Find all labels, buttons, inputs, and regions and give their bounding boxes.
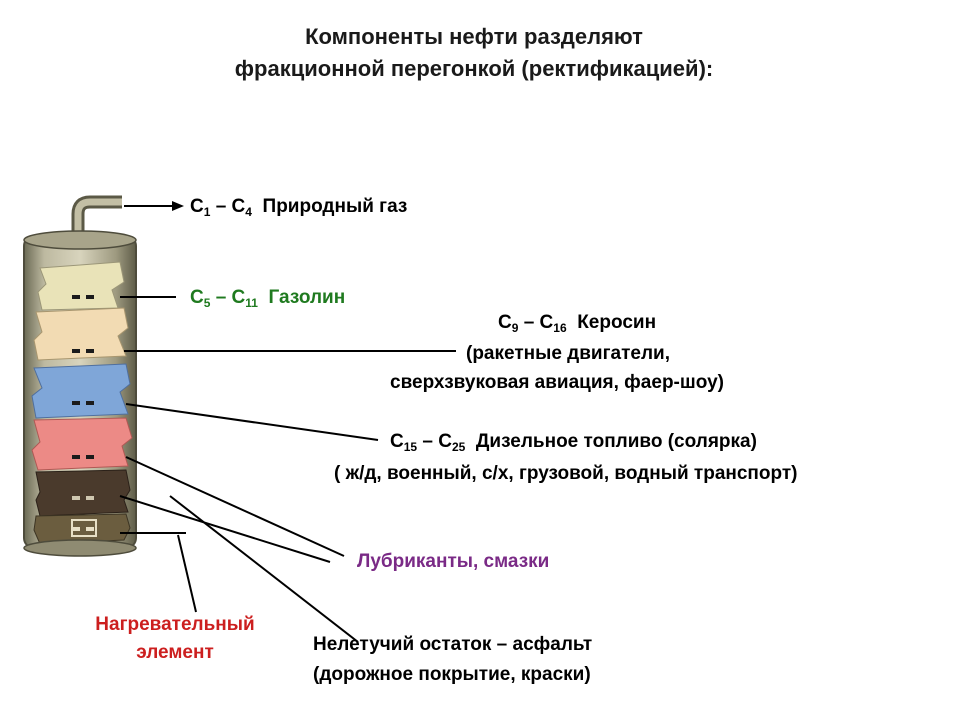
label-heater-line-2: элемент xyxy=(136,642,214,663)
label-heater-line-1: Нагревательный xyxy=(95,614,255,635)
tray-residue xyxy=(33,513,131,545)
label-gasoline: C5 – C11 Газолин xyxy=(190,287,346,310)
label-kerosene-use-1: (ракетные двигатели, xyxy=(466,343,670,364)
leader-lubricants xyxy=(125,456,345,557)
title-line-1: Компоненты нефти разделяют xyxy=(305,24,643,49)
leader-residue xyxy=(119,495,331,563)
label-natural-gas: C1 – C4 Природный газ xyxy=(190,196,408,219)
heater-element xyxy=(71,519,97,537)
label-diesel-use: ( ж/д, военный, с/х, грузовой, водный тр… xyxy=(334,463,798,484)
label-kerosene-use-2: сверхзвуковая авиация, фаер-шоу) xyxy=(390,372,724,393)
label-lubricants: Лубриканты, смазки xyxy=(357,551,550,572)
title-line-2: фракционной перегонкой (ректификацией): xyxy=(234,56,714,81)
tray-kerosene xyxy=(31,363,131,419)
label-residue-use: (дорожное покрытие, краски) xyxy=(313,664,591,685)
tray-gasoline xyxy=(33,307,129,361)
tray-diesel xyxy=(31,417,133,471)
leader-heater-2 xyxy=(177,534,197,613)
leader-residue-2 xyxy=(169,495,359,643)
leader-diesel xyxy=(125,403,379,441)
label-residue: Нелетучий остаток – асфальт xyxy=(313,634,593,655)
tray-gas xyxy=(37,261,125,311)
tray-lubricants xyxy=(35,469,131,517)
label-diesel: C15 – C25 Дизельное топливо (солярка) xyxy=(390,431,757,454)
column-top xyxy=(23,230,137,250)
label-kerosene: C9 – C16 Керосин xyxy=(498,312,657,335)
